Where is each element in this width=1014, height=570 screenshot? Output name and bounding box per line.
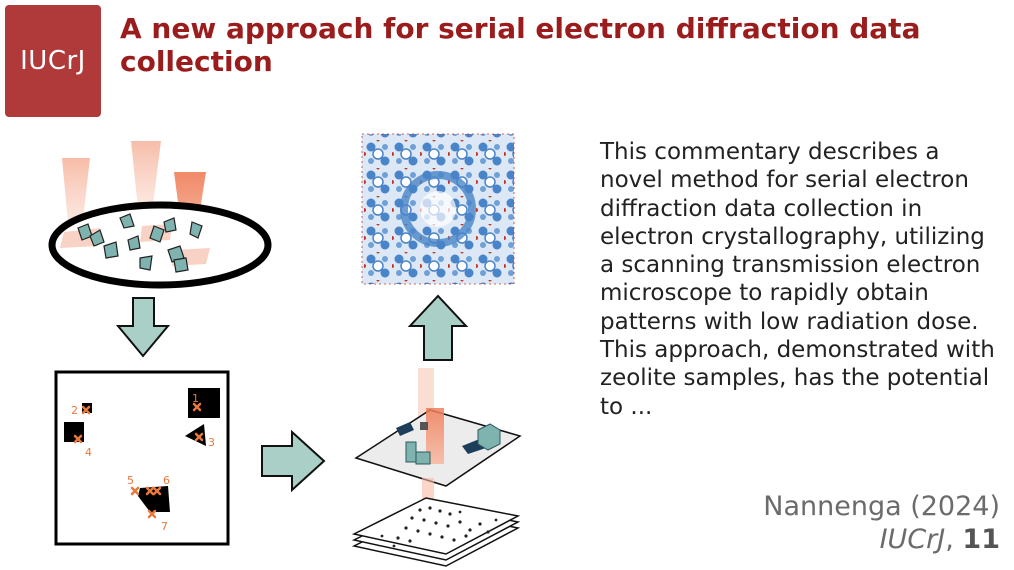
down-arrow [115, 297, 171, 358]
citation-journal-line: IUCrJ, 11 [763, 523, 1000, 556]
sample-plane-3d [354, 368, 522, 504]
citation-separator: , [945, 524, 963, 555]
scan-markers [73, 402, 204, 519]
crystal-label: 1 [192, 392, 199, 405]
citation: Nannenga (2024) IUCrJ, 11 [763, 490, 1000, 556]
diffraction-pattern-stack [351, 497, 521, 567]
crystals [77, 213, 203, 273]
crystal-label: 5 [127, 474, 134, 487]
sample-grid [48, 141, 272, 289]
logo-text: IUCrJ [20, 46, 86, 76]
crystal-label: 4 [85, 446, 92, 459]
right-arrow [261, 429, 326, 493]
crystal-label: 6 [163, 474, 170, 487]
stem-overview-image: 1 2 3 4 5 6 7 [54, 370, 230, 546]
schematic-figure: 1 2 3 4 5 6 7 [48, 133, 522, 567]
zeolite-structure [361, 133, 515, 285]
summary-text: This commentary describes a novel method… [600, 139, 995, 420]
crystal-label: 3 [208, 436, 215, 449]
citation-authors: Nannenga (2024) [763, 491, 1000, 522]
iucrj-logo: IUCrJ [5, 5, 101, 117]
citation-volume: 11 [962, 524, 1000, 555]
citation-journal: IUCrJ [879, 524, 946, 555]
slide-title: A new approach for serial electron diffr… [120, 12, 921, 78]
focused-beam [426, 408, 444, 464]
crystal-label: 2 [71, 404, 78, 417]
crystal-label: 7 [161, 520, 168, 533]
up-arrow [407, 294, 469, 361]
